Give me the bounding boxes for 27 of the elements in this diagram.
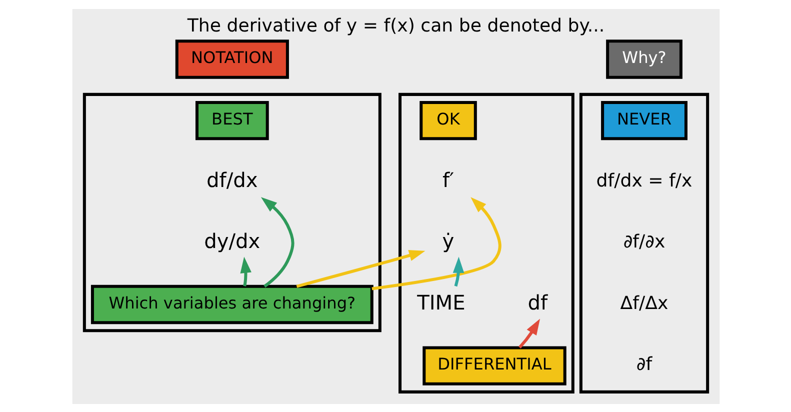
node-box: NEVER xyxy=(600,100,687,140)
arrow xyxy=(240,256,251,286)
node-text: df xyxy=(527,290,548,314)
node-box: DIFFERENTIAL xyxy=(422,346,566,385)
node-text: ẏ xyxy=(442,228,454,253)
node-text: df/dx xyxy=(206,167,258,192)
node-box: OK xyxy=(419,100,476,140)
cluster xyxy=(578,92,709,393)
arrow xyxy=(260,196,294,288)
label: df/dx = f/x xyxy=(596,170,692,191)
node-box: Which variables are changing? xyxy=(90,284,373,324)
node-text: dy/dx xyxy=(204,228,260,253)
node-box: BEST xyxy=(194,100,268,140)
node-box: Why? xyxy=(606,39,682,78)
cluster xyxy=(398,92,574,393)
cluster xyxy=(82,92,381,332)
arrow xyxy=(518,318,540,348)
node-text: f′ xyxy=(442,167,454,192)
node-text: TIME xyxy=(416,290,465,314)
arrow xyxy=(371,196,501,290)
label: Δf/Δx xyxy=(620,292,668,314)
arrow xyxy=(296,249,425,288)
arrow xyxy=(452,256,464,286)
node-box: NOTATION xyxy=(174,39,288,78)
diagram-title: The derivative of y = f(x) can be denoted by... xyxy=(186,15,604,36)
label: ∂f/∂x xyxy=(622,231,665,252)
label: ∂f xyxy=(636,354,652,375)
